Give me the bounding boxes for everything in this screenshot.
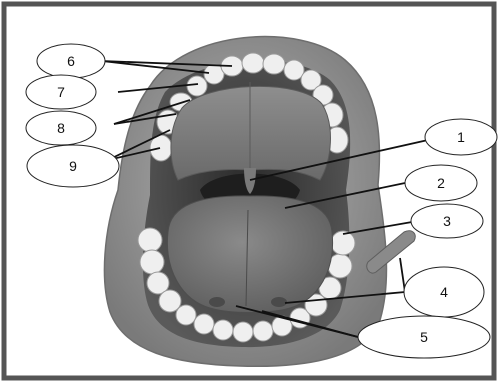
callout-3: 3 <box>411 204 483 238</box>
callout-4: 4 <box>404 267 484 317</box>
label-6: 6 <box>67 53 75 69</box>
callout-1: 1 <box>425 119 497 155</box>
label-1: 1 <box>457 129 465 145</box>
sublingual-caruncle-right <box>271 297 287 307</box>
callout-2: 2 <box>405 165 477 201</box>
label-8: 8 <box>57 120 65 136</box>
tongue <box>167 196 332 313</box>
palate <box>171 86 331 180</box>
callout-8: 8 <box>26 111 96 145</box>
label-2: 2 <box>437 175 445 191</box>
label-9: 9 <box>69 158 77 174</box>
callout-6: 6 <box>37 44 105 78</box>
label-7: 7 <box>57 84 65 100</box>
label-4: 4 <box>440 284 448 300</box>
sublingual-caruncle-left <box>209 297 225 307</box>
label-3: 3 <box>443 213 451 229</box>
callout-7: 7 <box>26 75 96 109</box>
label-5: 5 <box>420 329 428 345</box>
callout-5: 5 <box>358 316 490 358</box>
callout-9: 9 <box>27 145 119 187</box>
